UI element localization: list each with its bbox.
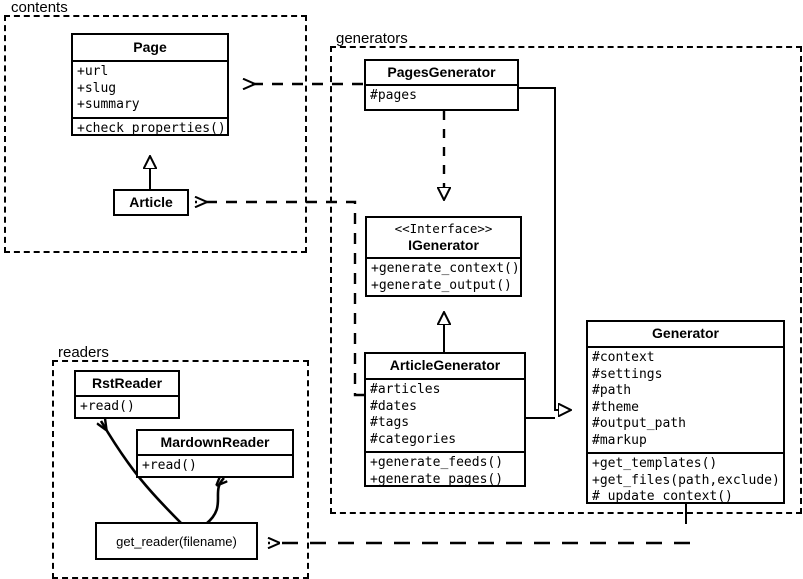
method: +get_templates() [592,456,718,471]
class-mardown-reader-name: MardownReader [160,434,270,450]
method: +get_files(path,exclude) [592,472,780,488]
class-pages-generator-name: PagesGenerator [387,64,496,80]
class-pages-generator-attributes: #pages [366,84,517,108]
method: #_update_context() [592,489,733,504]
class-article[interactable]: Article [113,189,189,216]
method: +check_properties() [77,120,226,136]
function-get-reader-label: get_reader(filename) [116,533,237,549]
attribute: #context [592,350,655,365]
method: +read() [142,458,197,473]
class-generator-methods: +get_templates() +get_files(path,exclude… [588,452,783,509]
class-article-name: Article [129,194,173,210]
attribute: #dates [370,398,417,414]
attribute: #settings [592,366,663,382]
class-page-attributes: +url +slug +summary [73,60,227,117]
class-mardown-reader-methods: +read() [138,454,292,478]
attribute: #pages [370,88,417,103]
attribute: #path [592,383,632,398]
class-page[interactable]: Page +url +slug +summary +check_properti… [71,33,229,136]
class-igenerator-name: IGenerator [408,237,479,253]
class-article-generator[interactable]: ArticleGenerator #articles #dates #tags … [364,352,526,487]
attribute: #articles [370,382,441,397]
class-page-name: Page [133,39,167,55]
function-get-reader[interactable]: get_reader(filename) [95,522,258,560]
package-generators-label: generators [333,31,411,46]
method: +generate_pages() [370,471,504,487]
method: +read() [80,399,135,414]
class-article-generator-methods: +generate_feeds() +generate_pages() [366,451,524,491]
method: +generate_context() [371,261,520,276]
class-generator-name: Generator [652,325,719,341]
package-contents-frame [4,15,307,253]
method: +generate_output() [371,277,512,293]
class-rst-reader[interactable]: RstReader +read() [74,370,180,419]
class-generator[interactable]: Generator #context #settings #path #them… [586,320,785,504]
class-rst-reader-name: RstReader [91,375,163,391]
attribute: #tags [370,415,410,430]
package-readers-label: readers [55,345,112,360]
attribute: #theme [592,399,639,415]
class-igenerator[interactable]: <<Interface>> IGenerator +generate_conte… [365,216,522,297]
method: +generate_feeds() [370,455,504,470]
class-pages-generator[interactable]: PagesGenerator #pages [364,59,519,111]
class-igenerator-stereotype: <<Interface>> [394,221,493,236]
class-article-generator-name: ArticleGenerator [389,357,501,373]
attribute: #markup [592,432,647,448]
class-generator-attributes: #context #settings #path #theme #output_… [588,346,783,452]
attribute: #output_path [592,416,686,431]
attribute: +slug [77,80,117,96]
class-page-methods: +check_properties() [73,116,227,141]
package-readers-frame [52,360,309,579]
attribute: #categories [370,431,457,447]
attribute: +summary [77,97,140,112]
class-rst-reader-methods: +read() [76,395,178,419]
attribute: +url [77,64,109,79]
package-generators-frame [330,46,802,514]
class-igenerator-methods: +generate_context() +generate_output() [367,257,520,297]
class-mardown-reader[interactable]: MardownReader +read() [136,429,294,478]
class-article-generator-attributes: #articles #dates #tags #categories [366,378,524,451]
package-contents-label: contents [8,0,71,15]
